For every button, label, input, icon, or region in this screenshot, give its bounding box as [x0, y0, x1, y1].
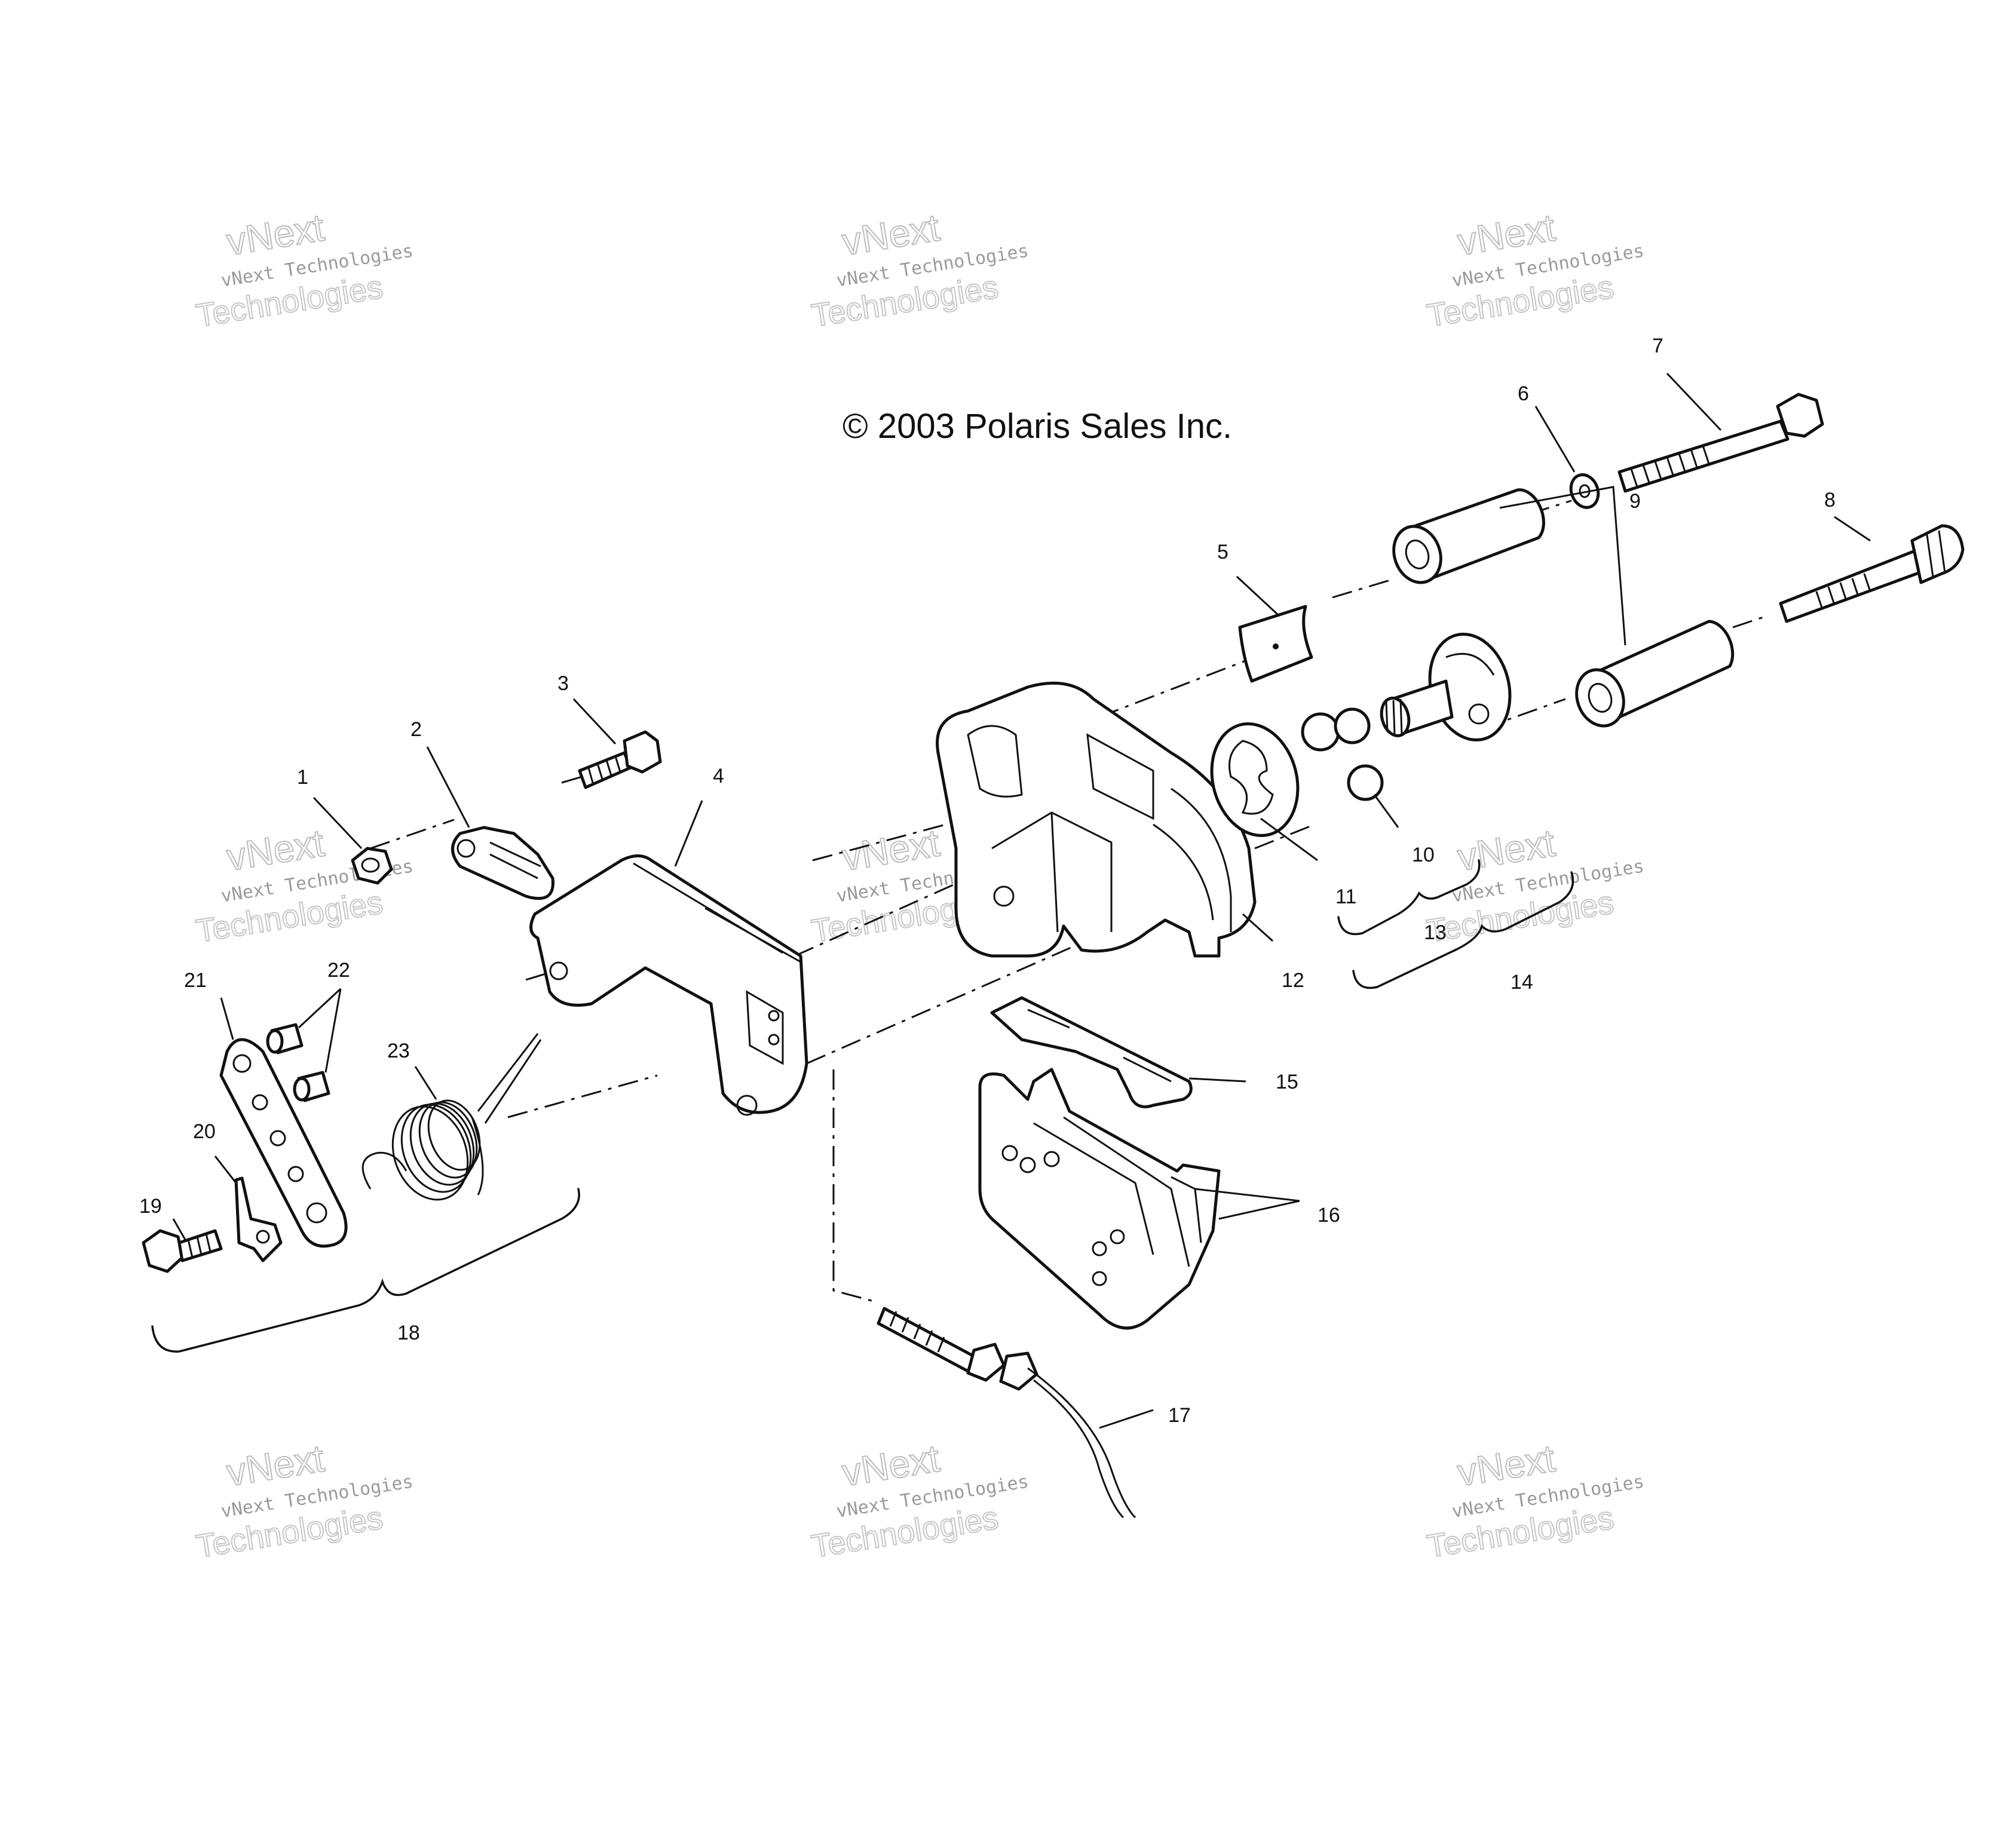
- part-1-nut: [351, 847, 393, 885]
- part-21-lever: [219, 1038, 348, 1248]
- callout-4: 4: [713, 765, 724, 787]
- svg-text:vNext: vNext: [1454, 206, 1558, 263]
- part-15-clip: [990, 996, 1193, 1108]
- callout-22: 22: [327, 959, 350, 982]
- svg-text:vNext: vNext: [223, 206, 327, 263]
- part-20-lock-tab: [234, 1176, 283, 1262]
- watermark-top-center: vNext vNext Technologies Technologies: [808, 205, 1030, 334]
- grouping-braces: [151, 859, 1574, 1353]
- part-19-bolt: [142, 1229, 223, 1273]
- callout-6: 6: [1518, 382, 1529, 405]
- part-4-bracket: [529, 854, 808, 1116]
- part-8-bolt-lower: [1779, 524, 1965, 623]
- callout-7: 7: [1652, 335, 1663, 357]
- svg-text:vNext: vNext: [839, 1436, 942, 1494]
- part-7-bolt-upper: [1617, 393, 1824, 493]
- brace-14: [1352, 871, 1574, 989]
- callout-1: 1: [297, 766, 308, 789]
- brace-13: [1337, 859, 1481, 936]
- watermark-bottom-center: vNext vNext Technologies Technologies: [808, 1436, 1030, 1565]
- callout-11: 11: [1335, 885, 1356, 908]
- callout-17: 17: [1168, 1404, 1191, 1427]
- part-10-balls: [1301, 707, 1384, 801]
- callout-12: 12: [1282, 969, 1304, 992]
- part-12-caliper-body: [936, 681, 1257, 958]
- watermarks: vNext vNext Technologies Technologies vN…: [193, 205, 1646, 1565]
- callout-labels: 1 2 3 4 5 6 7 8 9 10 11 12 13 14 15 16 1…: [139, 335, 1836, 1427]
- watermark-mid-left: vNext vNext Technologies Technologies: [193, 820, 415, 949]
- part-11-cam-plate: [1210, 722, 1300, 838]
- callout-10: 10: [1412, 844, 1435, 866]
- part-5-shim: [1238, 605, 1313, 683]
- callout-19: 19: [139, 1195, 162, 1218]
- part-9-sleeve-lower: [1575, 620, 1735, 728]
- svg-text:vNext: vNext: [223, 821, 327, 879]
- callout-23: 23: [387, 1040, 410, 1062]
- watermark-top-right: vNext vNext Technologies Technologies: [1424, 205, 1646, 334]
- part-13-actuator: [1380, 632, 1512, 742]
- callout-21: 21: [184, 969, 207, 992]
- callout-3: 3: [557, 672, 569, 695]
- watermark-bottom-right: vNext vNext Technologies Technologies: [1424, 1436, 1646, 1565]
- svg-text:vNext: vNext: [1454, 1436, 1558, 1494]
- callout-8: 8: [1824, 489, 1836, 511]
- part-17-cable: [877, 1307, 1136, 1519]
- part-23-spring: [361, 1033, 542, 1201]
- watermark-mid-right: vNext vNext Technologies Technologies: [1424, 820, 1646, 949]
- callout-9: 9: [1629, 490, 1641, 513]
- part-6-washer: [1569, 473, 1600, 509]
- callout-13: 13: [1424, 921, 1447, 944]
- brace-18: [151, 1188, 580, 1353]
- callout-2: 2: [410, 718, 422, 741]
- part-3-bolt: [578, 730, 662, 789]
- watermark-top-left: vNext vNext Technologies Technologies: [193, 205, 415, 334]
- svg-text:vNext: vNext: [839, 206, 942, 263]
- callout-15: 15: [1276, 1071, 1298, 1093]
- leader-lines: [172, 372, 1871, 1429]
- callout-5: 5: [1217, 541, 1228, 563]
- part-16-brake-pads: [978, 1068, 1221, 1330]
- callout-18: 18: [397, 1322, 420, 1344]
- watermark-bottom-left: vNext vNext Technologies Technologies: [193, 1436, 415, 1565]
- part-2-clevis: [451, 826, 554, 900]
- part-9-sleeve-upper: [1392, 488, 1545, 584]
- part-22-bushings: [266, 1023, 330, 1102]
- callout-20: 20: [193, 1120, 216, 1143]
- callout-14: 14: [1511, 971, 1533, 994]
- callout-16: 16: [1318, 1204, 1340, 1227]
- svg-text:vNext: vNext: [1454, 821, 1558, 879]
- svg-text:vNext: vNext: [223, 1436, 327, 1494]
- copyright-text: © 2003 Polaris Sales Inc.: [842, 407, 1232, 446]
